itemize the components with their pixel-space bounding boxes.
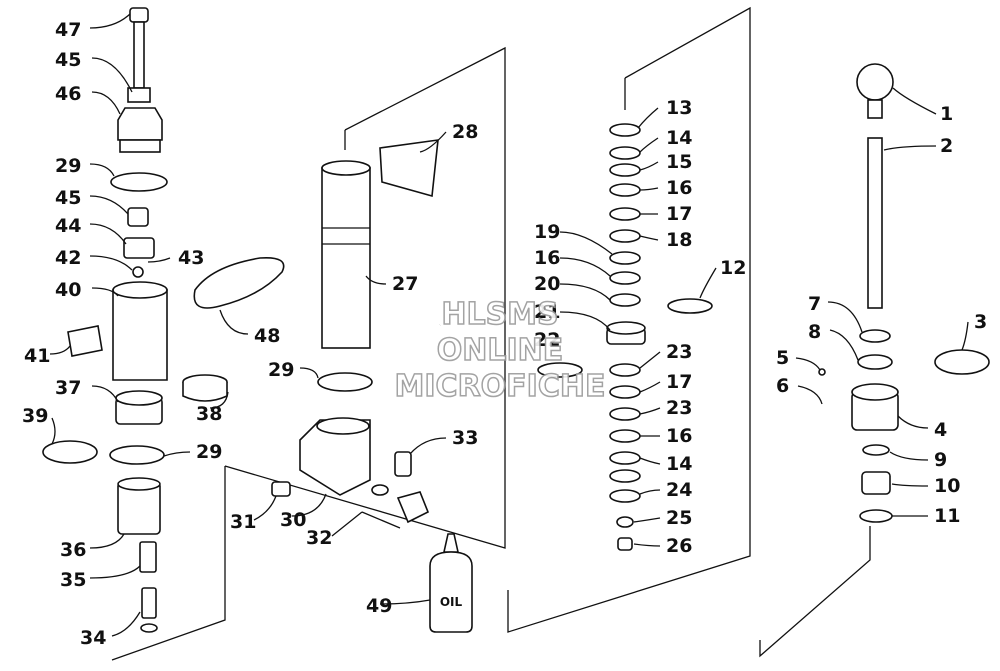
callout-41: 41 — [24, 345, 50, 367]
callout-20: 20 — [534, 273, 560, 295]
callout-29b: 29 — [196, 441, 222, 463]
callout-35: 35 — [60, 569, 86, 591]
callout-11: 11 — [934, 505, 960, 527]
callout-49: 49 — [366, 595, 392, 617]
callout-43: 43 — [178, 247, 204, 269]
callout-42: 42 — [55, 247, 81, 269]
callout-10: 10 — [934, 475, 960, 497]
callout-numbers: 47 45 46 29 45 44 42 43 40 41 37 39 38 2… — [22, 19, 987, 649]
callout-23: 23 — [666, 341, 692, 363]
callout-17b: 17 — [666, 371, 692, 393]
callout-38: 38 — [196, 403, 222, 425]
callout-2: 2 — [940, 135, 953, 157]
callout-16b: 16 — [534, 247, 560, 269]
callout-37: 37 — [55, 377, 81, 399]
callout-32: 32 — [306, 527, 332, 549]
callout-48: 48 — [254, 325, 280, 347]
callout-47: 47 — [55, 19, 81, 41]
watermark-line3: MICROFICHE — [395, 369, 606, 404]
callout-9: 9 — [934, 449, 947, 471]
callout-5: 5 — [776, 347, 789, 369]
callout-16c: 16 — [666, 425, 692, 447]
callout-40: 40 — [55, 279, 81, 301]
callout-6: 6 — [776, 375, 789, 397]
callout-31: 31 — [230, 511, 256, 533]
watermark-line2: ONLINE — [437, 333, 564, 368]
callout-19: 19 — [534, 221, 560, 243]
callout-3: 3 — [974, 311, 987, 333]
callout-13: 13 — [666, 97, 692, 119]
callout-12: 12 — [720, 257, 746, 279]
callout-1: 1 — [940, 103, 953, 125]
washer-stack-parts — [537, 123, 713, 551]
callout-21: 21 — [534, 301, 560, 323]
callout-24: 24 — [666, 479, 692, 501]
callout-25: 25 — [666, 507, 692, 529]
middle-parts: OIL — [193, 139, 473, 633]
callout-15: 15 — [666, 151, 692, 173]
callout-45: 45 — [55, 49, 81, 71]
callout-29: 29 — [55, 155, 81, 177]
callout-27: 27 — [392, 273, 418, 295]
callout-14: 14 — [666, 127, 692, 149]
callout-29c: 29 — [268, 359, 294, 381]
callout-33: 33 — [452, 427, 478, 449]
oil-bottle-label: OIL — [440, 595, 463, 609]
callout-17: 17 — [666, 203, 692, 225]
callout-28: 28 — [452, 121, 478, 143]
callout-26: 26 — [666, 535, 692, 557]
callout-14b: 14 — [666, 453, 692, 475]
leader-lines — [49, 13, 969, 637]
callout-7: 7 — [808, 293, 821, 315]
watermark: HLSMS ONLINE MICROFICHE — [394, 296, 606, 405]
left-stack-parts — [42, 7, 228, 633]
shaft-parts — [818, 63, 990, 523]
callout-8: 8 — [808, 321, 821, 343]
callout-4: 4 — [934, 419, 947, 441]
callout-23b: 23 — [666, 397, 692, 419]
assembly-outlines — [111, 6, 871, 661]
callout-34: 34 — [80, 627, 106, 649]
callout-16: 16 — [666, 177, 692, 199]
callout-30: 30 — [280, 509, 306, 531]
callout-46: 46 — [55, 83, 81, 105]
callout-36: 36 — [60, 539, 86, 561]
callout-44: 44 — [55, 215, 81, 237]
callout-39: 39 — [22, 405, 48, 427]
callout-18: 18 — [666, 229, 692, 251]
callout-22: 22 — [534, 329, 560, 351]
callout-45b: 45 — [55, 187, 81, 209]
watermark-line1: HLSMS — [441, 297, 558, 332]
